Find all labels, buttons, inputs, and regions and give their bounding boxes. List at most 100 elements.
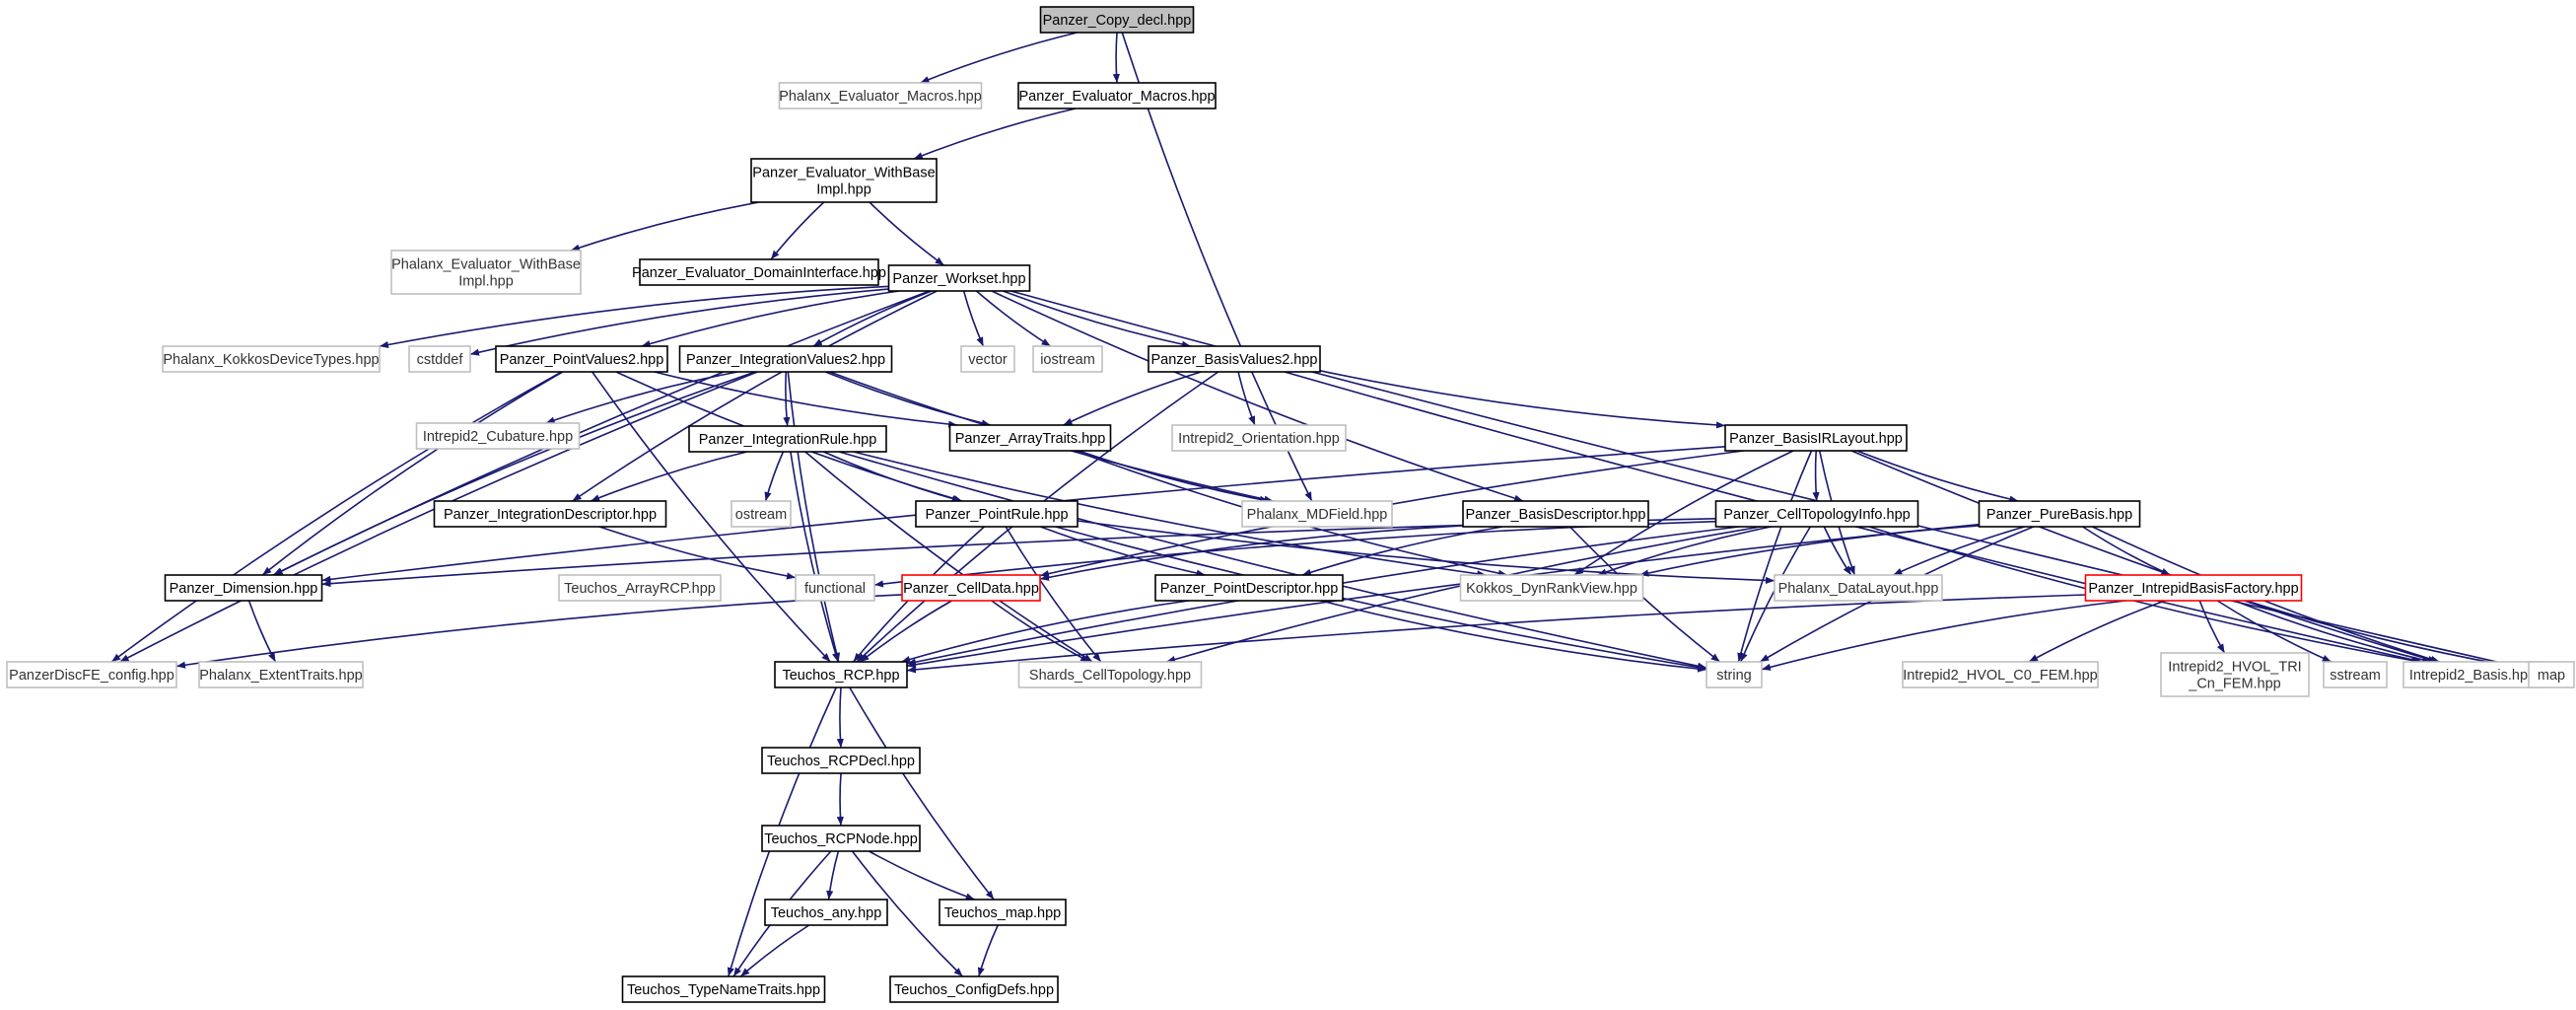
edge-teuAny-to-teuTypeName	[739, 924, 810, 977]
node-root[interactable]: Panzer_Copy_decl.hpp	[1039, 6, 1195, 34]
node-pzWorkset[interactable]: Panzer_Workset.hpp	[887, 264, 1031, 292]
node-box	[408, 345, 471, 373]
node-box	[939, 899, 1067, 926]
node-pzPointRule[interactable]: Panzer_PointRule.hpp	[915, 500, 1079, 528]
edge-pzDimension-to-phxExtent	[247, 600, 277, 663]
node-box	[948, 424, 1112, 452]
node-label: Teuchos_map.hpp	[944, 905, 1062, 921]
node-phxKokkos[interactable]: Phalanx_KokkosDeviceTypes.hpp	[162, 345, 381, 373]
node-label: Teuchos_any.hpp	[771, 905, 882, 921]
node-box	[558, 574, 722, 602]
node-teuTypeName[interactable]: Teuchos_TypeNameTraits.hpp	[621, 975, 826, 1003]
node-label: Teuchos_RCP.hpp	[782, 668, 899, 684]
edge-pzIntValues2-to-teuRCP	[787, 371, 841, 663]
node-pzCellData[interactable]: Panzer_CellData.hpp	[901, 574, 1041, 602]
edge-teuRCPNode-to-teuConfigDefs	[851, 850, 964, 977]
node-sstream[interactable]: sstream	[2323, 661, 2388, 688]
edge-pzIntValues2-to-pzDimension	[273, 371, 756, 576]
node-pzPureBasis[interactable]: Panzer_PureBasis.hpp	[1978, 500, 2141, 528]
node-pzIntrBasisFactory[interactable]: Panzer_IntrepidBasisFactory.hpp	[2084, 574, 2303, 602]
edge-pzWorkset-to-pzBasisValues2	[1002, 290, 1191, 348]
node-map[interactable]: map	[2528, 661, 2575, 688]
node-box	[164, 574, 323, 602]
node-box	[6, 661, 177, 688]
edge-pzIntRule-to-teuRCP	[790, 451, 839, 663]
node-intrHVOLTRI[interactable]: Intrepid2_HVOL_TRI_Cn_FEM.hpp	[2160, 652, 2310, 697]
node-ostream[interactable]: ostream	[731, 500, 792, 528]
edge-pzIntrBasisFactory-to-sstream	[2216, 600, 2332, 663]
edge-pzBasisValues2-to-pzArrayTraits	[1063, 371, 1202, 426]
node-pzPointDesc[interactable]: Panzer_PointDescriptor.hpp	[1154, 574, 1344, 602]
node-box	[750, 158, 938, 203]
node-pzCellTopo[interactable]: Panzer_CellTopologyInfo.hpp	[1714, 500, 1919, 528]
edge-pzPointValues2-to-pzDimension	[261, 371, 564, 576]
node-teuAny[interactable]: Teuchos_any.hpp	[764, 899, 888, 926]
edge-pzEvalMacros-to-pzEvalWithBase	[913, 108, 1077, 160]
node-teuRCPNode[interactable]: Teuchos_RCPNode.hpp	[761, 825, 921, 852]
node-label: Panzer_IntegrationRule.hpp	[699, 432, 877, 448]
node-pzIntValues2[interactable]: Panzer_IntegrationValues2.hpp	[678, 345, 893, 373]
node-label: Panzer_Workset.hpp	[892, 271, 1025, 287]
node-pzBasisValues2[interactable]: Panzer_BasisValues2.hpp	[1148, 345, 1321, 373]
node-iostream[interactable]: iostream	[1032, 345, 1103, 373]
node-teuRCP[interactable]: Teuchos_RCP.hpp	[774, 661, 908, 688]
edge-pzWorkset-to-cstddef	[469, 288, 889, 356]
edge-pzBasisIR-to-string	[1737, 450, 1813, 663]
edge-pzIntrBasisFactory-to-intrBasis	[2234, 600, 2432, 664]
edge-teuRCP-to-teuRCPDecl	[836, 686, 844, 749]
node-phxExtent[interactable]: Phalanx_ExtentTraits.hpp	[198, 661, 364, 688]
node-box	[433, 500, 667, 528]
node-teuRCPDecl[interactable]: Teuchos_RCPDecl.hpp	[761, 747, 921, 774]
node-pzDiscFE[interactable]: PanzerDiscFE_config.hpp	[6, 661, 177, 688]
node-label: Intrepid2_HVOL_TRI	[2168, 660, 2301, 676]
node-box	[1154, 574, 1344, 602]
node-pzBasisDesc[interactable]: Panzer_BasisDescriptor.hpp	[1462, 500, 1649, 528]
node-shardsCT[interactable]: Shards_CellTopology.hpp	[1017, 661, 1203, 688]
node-cstddef[interactable]: cstddef	[408, 345, 471, 373]
node-intrBasis[interactable]: Intrepid2_Basis.hpp	[2402, 661, 2542, 688]
node-string[interactable]: string	[1706, 661, 1763, 688]
node-label: Panzer_PointDescriptor.hpp	[1160, 581, 1339, 597]
node-intrHVOLC0[interactable]: Intrepid2_HVOL_C0_FEM.hpp	[1902, 661, 2099, 688]
edge-pzEvalWithBase-to-pzDomainIf	[770, 201, 825, 260]
edge-pzWorkset-to-pzIntValues2	[812, 290, 933, 347]
node-functional[interactable]: functional	[795, 574, 875, 602]
node-box	[1459, 574, 1644, 602]
node-teuConfigDefs[interactable]: Teuchos_ConfigDefs.hpp	[889, 975, 1059, 1003]
node-label: Panzer_PointRule.hpp	[925, 507, 1068, 523]
node-pzArrayTraits[interactable]: Panzer_ArrayTraits.hpp	[948, 424, 1112, 452]
edge-pzIntrBasisFactory-to-intrHVOLTRI	[2198, 600, 2226, 654]
node-pzDomainIf[interactable]: Panzer_Evaluator_DomainInterface.hpp	[632, 258, 886, 286]
node-label: PanzerDiscFE_config.hpp	[9, 668, 174, 684]
node-pzIntDesc[interactable]: Panzer_IntegrationDescriptor.hpp	[433, 500, 667, 528]
node-pzDimension[interactable]: Panzer_Dimension.hpp	[164, 574, 323, 602]
node-teuArrayRCP[interactable]: Teuchos_ArrayRCP.hpp	[558, 574, 722, 602]
node-pzIntRule[interactable]: Panzer_IntegrationRule.hpp	[688, 425, 887, 453]
node-kokkosDRV[interactable]: Kokkos_DynRankView.hpp	[1459, 574, 1644, 602]
node-vector[interactable]: vector	[960, 345, 1015, 373]
edge-pzWorkset-to-pzIntDesc	[572, 290, 938, 502]
node-box	[2160, 652, 2310, 697]
node-teuMap[interactable]: Teuchos_map.hpp	[939, 899, 1067, 926]
node-pzBasisIR[interactable]: Panzer_BasisIRLayout.hpp	[1724, 424, 1908, 452]
node-box	[415, 422, 581, 450]
node-phxDataLayout[interactable]: Phalanx_DataLayout.hpp	[1774, 574, 1943, 602]
node-pzEvalMacros[interactable]: Panzer_Evaluator_Macros.hpp	[1017, 82, 1217, 109]
node-intrCubature[interactable]: Intrepid2_Cubature.hpp	[415, 422, 581, 450]
node-box	[1017, 661, 1203, 688]
edge-pzCellTopo-to-phxDataLayout	[1823, 526, 1852, 576]
node-phxMDField[interactable]: Phalanx_MDField.hpp	[1241, 500, 1393, 528]
node-label: Intrepid2_Orientation.hpp	[1178, 431, 1340, 447]
node-label: Panzer_CellTopologyInfo.hpp	[1723, 507, 1910, 523]
node-intrOrient[interactable]: Intrepid2_Orientation.hpp	[1171, 424, 1347, 452]
node-box	[960, 345, 1015, 373]
edge-pzBasisValues2-to-intrOrient	[1237, 371, 1256, 426]
node-label: ostream	[735, 507, 787, 523]
edge-pzCellTopo-to-kokkosDRV	[1597, 526, 1772, 576]
node-label: sstream	[2330, 668, 2381, 684]
node-label: Phalanx_Evaluator_WithBase	[391, 257, 581, 273]
node-pzPointValues2[interactable]: Panzer_PointValues2.hpp	[495, 345, 668, 373]
node-phxEvalMacros[interactable]: Phalanx_Evaluator_Macros.hpp	[778, 82, 983, 109]
